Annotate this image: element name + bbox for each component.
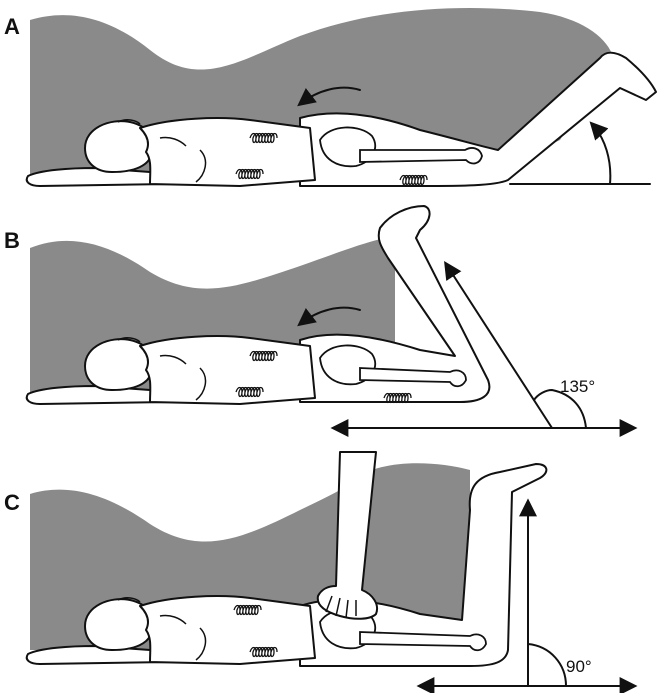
panel-b-angle-label: 135°	[560, 377, 595, 396]
panel-b-label: B	[4, 228, 20, 253]
panel-c-angle-arc	[528, 644, 566, 686]
panel-b: B 135°	[4, 206, 634, 428]
panel-c-label: C	[4, 490, 20, 515]
panel-c: C 90°	[4, 452, 634, 686]
panel-a-label: A	[4, 14, 20, 39]
panel-a: A	[4, 8, 656, 186]
panel-c-angle-label: 90°	[566, 657, 592, 676]
panel-a-angle-arrow	[592, 124, 610, 184]
